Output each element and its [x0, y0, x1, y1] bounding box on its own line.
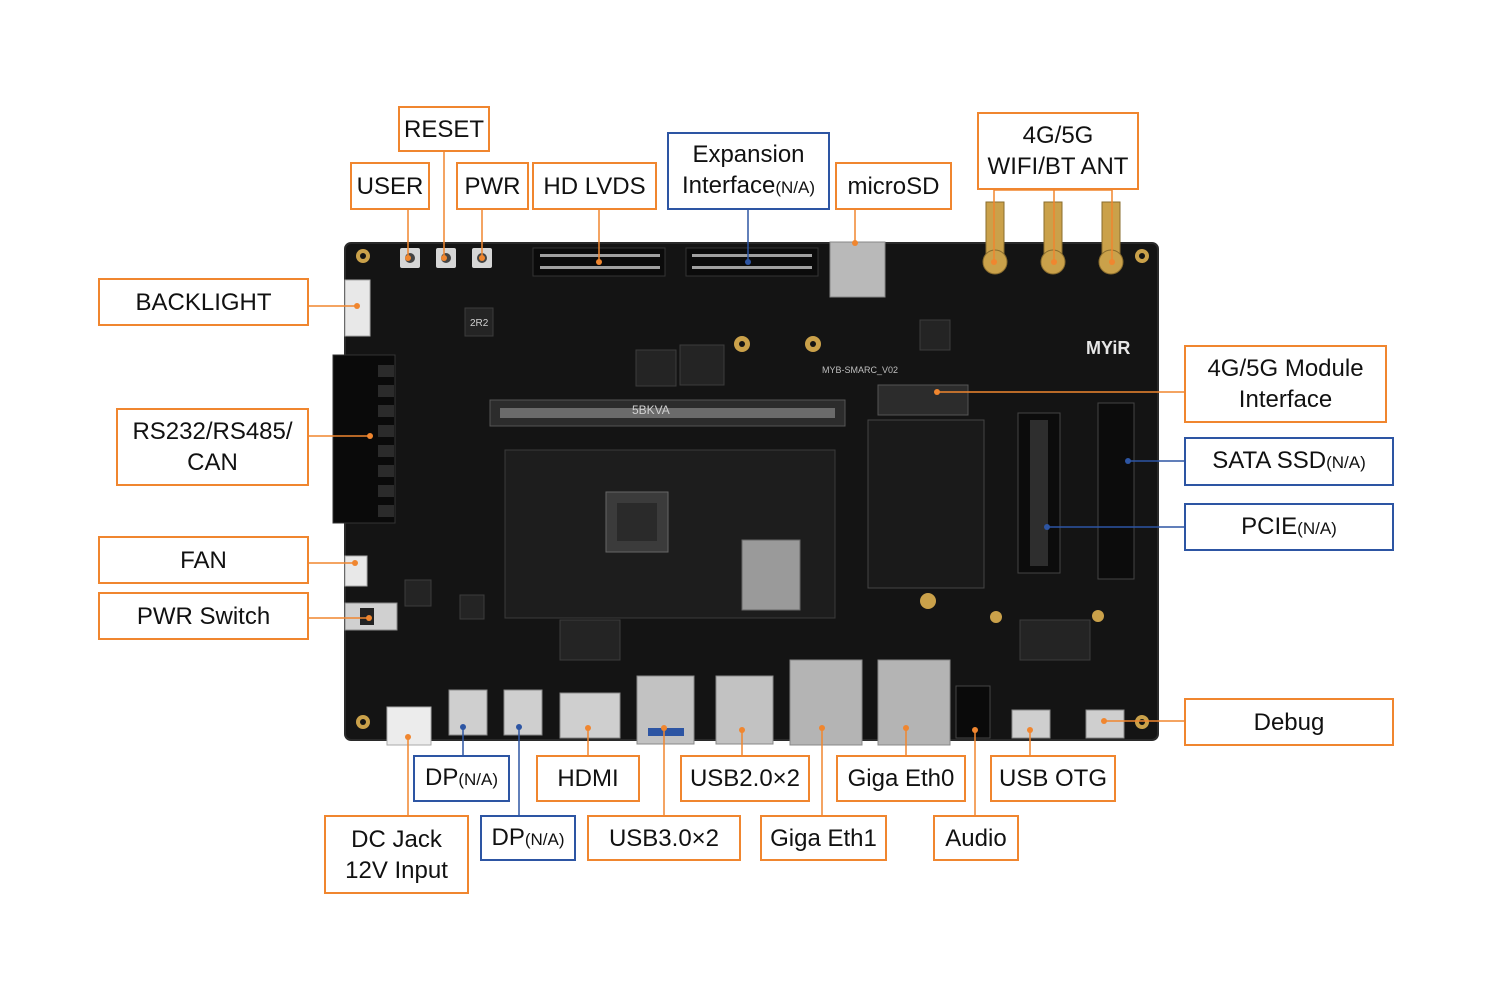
label-rs232: RS232/RS485/ CAN [116, 408, 309, 486]
label-usb20: USB2.0×2 [680, 755, 810, 802]
antenna-connectors [982, 201, 1124, 275]
label-dp1: DP(N/A) [413, 755, 510, 802]
emmc-chip [741, 539, 801, 611]
label-expansion: Expansion Interface(N/A) [667, 132, 830, 210]
hdmi-port [559, 692, 621, 739]
label-dc-jack: DC Jack 12V Input [324, 815, 469, 894]
label-4g5g-module: 4G/5G Module Interface [1184, 345, 1387, 423]
microsd-slot [829, 241, 886, 298]
board-brand: MYiR [1086, 338, 1130, 358]
dc-jack [386, 706, 432, 746]
label-dp2: DP(N/A) [480, 815, 576, 861]
label-usb30: USB3.0×2 [587, 815, 741, 861]
leader-ant [993, 189, 1113, 262]
label-sata-ssd: SATA SSD(N/A) [1184, 437, 1394, 486]
m2-slot [877, 384, 969, 416]
label-giga-eth1: Giga Eth1 [760, 815, 887, 861]
label-audio: Audio [933, 815, 1019, 861]
label-hdmi: HDMI [536, 755, 640, 802]
dp1-port [448, 689, 488, 736]
label-fan: FAN [98, 536, 309, 584]
dp2-port [503, 689, 543, 736]
label-antenna: 4G/5G WIFI/BT ANT [977, 112, 1139, 190]
board-model: MYB-SMARC_V02 [822, 365, 898, 375]
leader-dots [352, 240, 1115, 740]
label-pcie: PCIE(N/A) [1184, 503, 1394, 551]
leader-dots-blue [460, 259, 1131, 730]
terminal-block [332, 354, 396, 524]
label-backlight: BACKLIGHT [98, 278, 309, 326]
sata-slot [1097, 402, 1135, 580]
expansion-header [685, 247, 819, 277]
label-microsd: microSD [835, 162, 952, 210]
label-pwr: PWR [456, 162, 529, 210]
module-mark: 5BKVA [632, 403, 670, 417]
label-user: USER [350, 162, 430, 210]
label-usb-otg: USB OTG [990, 755, 1116, 802]
usb20-port [715, 675, 774, 745]
label-pwr-switch: PWR Switch [98, 592, 309, 640]
label-reset: RESET [398, 106, 490, 152]
label-giga-eth0: Giga Eth0 [836, 755, 966, 802]
eth0-port [877, 659, 951, 746]
label-hd-lvds: HD LVDS [532, 162, 657, 210]
inductor-mark: 2R2 [470, 318, 489, 329]
label-debug: Debug [1184, 698, 1394, 746]
usb-otg-port [1011, 709, 1051, 739]
debug-port [1085, 709, 1125, 739]
eth1-port [789, 659, 863, 746]
